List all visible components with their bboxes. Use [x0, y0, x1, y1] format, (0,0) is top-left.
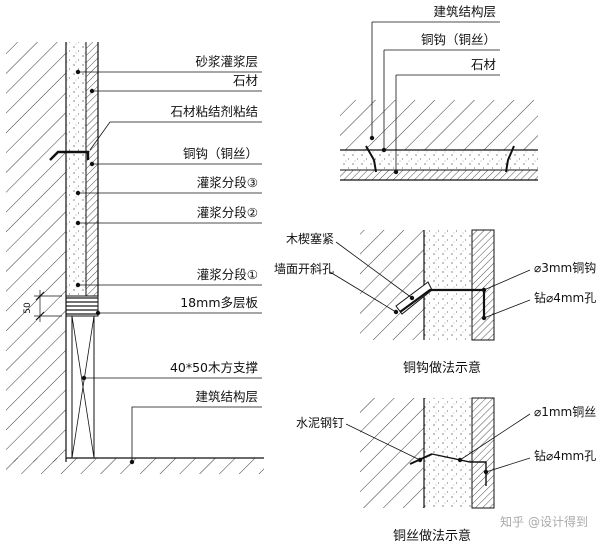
plywood-board	[65, 295, 99, 317]
tr-stone-layer	[340, 170, 538, 180]
label-cement-nail: 水泥钢钉	[296, 416, 344, 430]
hook-grout	[424, 230, 472, 340]
dimension-marker: 50	[23, 290, 62, 322]
label-drill-wire: 钻⌀4mm孔	[534, 448, 596, 463]
label-copper-hook-3mm: ⌀3mm铜钩	[534, 260, 596, 275]
label-segment-3: 灌浆分段③	[197, 175, 258, 190]
tr-hook-right	[505, 145, 515, 173]
label-structure: 建筑结构层	[195, 389, 258, 404]
tr-structure-slab	[340, 100, 538, 150]
hook-wall	[360, 230, 424, 340]
copper-hook	[49, 150, 90, 161]
watermark: 知乎 @设计得到	[500, 514, 588, 529]
label-copper-wire-1mm: ⌀1mm铜丝	[534, 404, 596, 419]
label-segment-2: 灌浆分段②	[197, 205, 258, 220]
label-grout: 砂浆灌浆层	[195, 54, 258, 69]
label-timber: 40*50木方支撑	[170, 360, 259, 375]
left-section: 50 砂浆灌浆层 石材 石材粘结剂粘结 铜钩（铜丝） 灌浆分段③ 灌浆分段② 灌…	[6, 42, 264, 474]
wire-wall	[360, 398, 424, 508]
tr-grout-layer	[340, 150, 538, 170]
tr-label-structure: 建筑结构层	[433, 4, 496, 19]
wire-grout	[424, 398, 472, 508]
tr-label-stone: 石材	[471, 57, 496, 72]
hook-detail: 木楔塞紧 墙面开斜孔 ⌀3mm铜钩 钻⌀4mm孔 铜钩做法示意	[274, 229, 596, 376]
top-right-section: 建筑结构层 铜钩（铜丝） 石材	[340, 4, 538, 181]
label-wall-hole: 墙面开斜孔	[274, 262, 334, 276]
label-copper-hook: 铜钩（铜丝）	[183, 146, 258, 161]
wire-detail: 水泥钢钉 ⌀1mm铜丝 钻⌀4mm孔 铜丝做法示意	[296, 397, 596, 544]
grout-layer	[66, 42, 86, 296]
copper-hook-3mm	[399, 288, 486, 318]
floor-slab	[6, 458, 264, 474]
label-plywood: 18mm多层板	[180, 295, 258, 310]
hook-stone	[471, 229, 495, 341]
label-segment-1: 灌浆分段①	[197, 267, 258, 282]
caption-wire: 铜丝做法示意	[393, 528, 471, 544]
label-drill-hook: 钻⌀4mm孔	[534, 290, 596, 305]
label-adhesive: 石材粘结剂粘结	[170, 104, 258, 119]
wire-stone	[471, 397, 495, 509]
caption-hook: 铜钩做法示意	[403, 360, 481, 376]
label-wedge: 木楔塞紧	[286, 231, 334, 246]
dimension-label: 50	[23, 302, 33, 314]
tr-label-copper: 铜钩（铜丝）	[421, 32, 496, 47]
label-stone: 石材	[233, 73, 258, 88]
structure-wall	[6, 42, 66, 462]
tr-hook-left	[365, 145, 377, 173]
stone-layer	[86, 42, 98, 296]
